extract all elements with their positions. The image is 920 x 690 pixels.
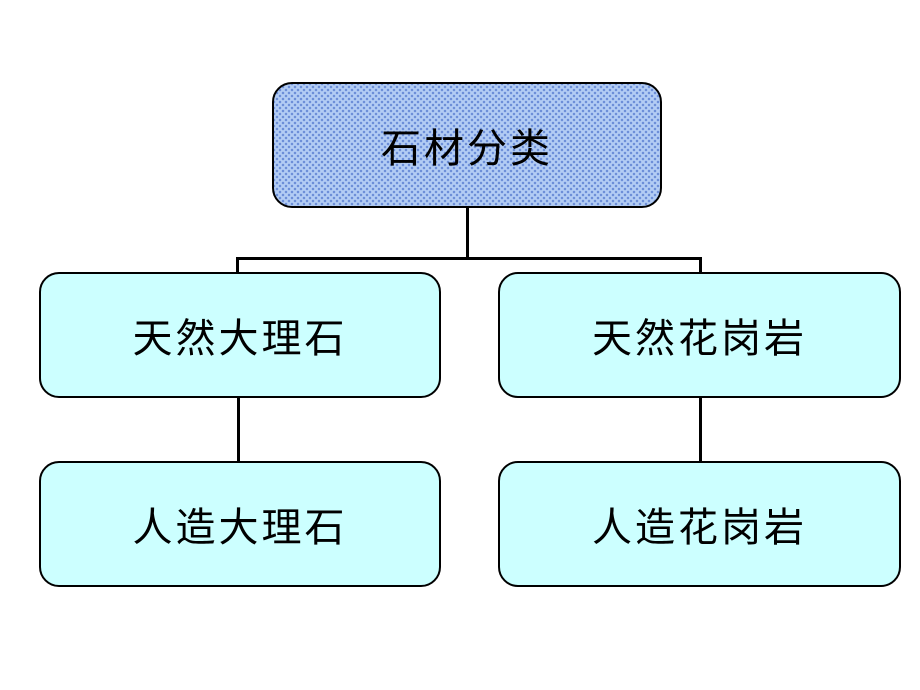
- node-natural-granite: 天然花岗岩: [498, 272, 901, 398]
- connector-marble-branch: [237, 396, 240, 464]
- node-artificial-granite: 人造花岗岩: [498, 461, 901, 587]
- node-artificial-marble: 人造大理石: [39, 461, 441, 587]
- connector-cross-bar: [236, 257, 702, 260]
- node-natural-marble-label: 天然大理石: [132, 316, 348, 362]
- connector-granite-branch: [699, 396, 702, 464]
- connector-left-drop: [236, 257, 239, 275]
- node-artificial-marble-label: 人造大理石: [132, 505, 348, 551]
- node-natural-marble: 天然大理石: [39, 272, 441, 398]
- node-stone-classification-label: 石材分类: [381, 126, 553, 172]
- node-artificial-granite-label: 人造花岗岩: [592, 505, 807, 551]
- node-stone-classification: 石材分类: [272, 82, 662, 208]
- node-natural-granite-label: 天然花岗岩: [592, 316, 807, 362]
- connector-right-drop: [699, 257, 702, 275]
- connector-root-stem: [466, 206, 469, 260]
